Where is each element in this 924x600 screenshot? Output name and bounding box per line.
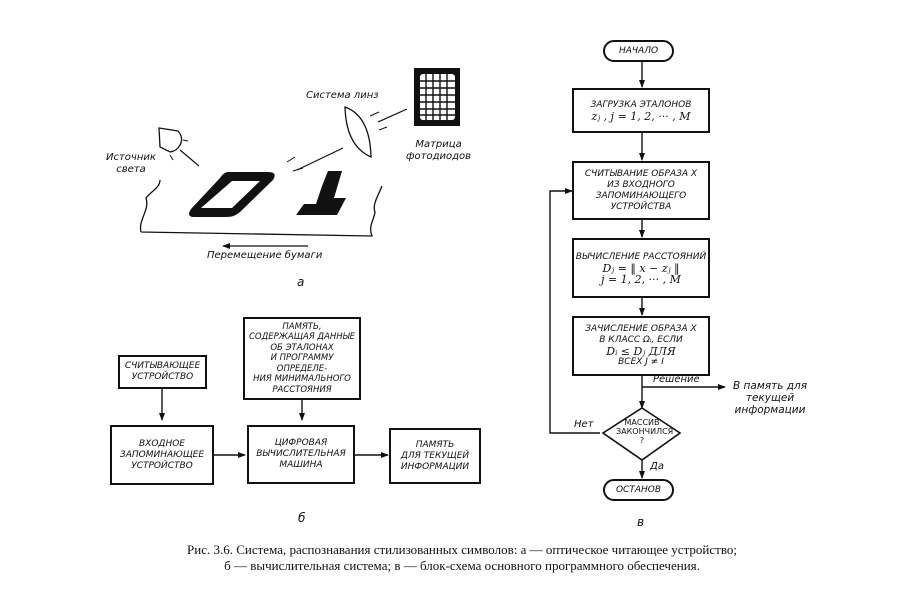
block-text: ВСЕХ j ≠ i [618,357,664,367]
decision-label: Решение [653,374,700,385]
caption-line-1: Рис. 3.6. Система, распознавания стилизо… [187,542,737,557]
light-source-label-line: света [116,164,146,175]
block-formula: Dᵢ ≤ Dⱼ ДЛЯ [606,345,676,358]
reference-memory-block: ПАМЯТЬ, СОДЕРЖАЩАЯ ДАННЫЕ ОБ ЭТАЛОНАХ И … [243,317,361,400]
block-text: ЗАПОМИНАЮЩЕЕ [119,449,205,460]
paper-sheet [139,179,383,237]
block-text: ИЗ ВХОДНОГО [607,179,675,190]
figure-caption: Рис. 3.6. Система, распознавания стилизо… [0,542,924,574]
condition-line: ? [639,436,645,445]
output-destination-label: В память для текущей информации [733,380,807,416]
block-text: НИЯ МИНИМАЛЬНОГО [253,374,351,385]
output-label-line: В память для [733,380,808,392]
photodiode-matrix-label-line: фотодиодов [406,151,472,162]
block-formula: Dⱼ = ‖ x − zⱼ ‖ [602,261,680,275]
panel-b-connectors [159,387,389,458]
block-text: ВХОДНОЕ [139,438,185,449]
block-formula: j = 1, 2, ··· , M [601,272,681,286]
compute-distances-block: ВЫЧИСЛЕНИЕ РАССТОЯНИЙ Dⱼ = ‖ x − zⱼ ‖ j … [572,238,710,298]
panel-c-connectors [549,61,726,479]
block-text: УСТРОЙСТВА [610,201,672,212]
block-text: ЦИФРОВАЯ [274,438,328,448]
load-references-block: ЗАГРУЗКА ЭТАЛОНОВ zⱼ , j = 1, 2, ··· , M [572,88,710,133]
block-text: ВЫЧИСЛИТЕЛЬНАЯ [256,449,346,459]
condition-line: МАССИВ [624,418,660,427]
block-text: СЧИТЫВАНИЕ ОБРАЗА x [584,168,698,179]
output-label-line: текущей [745,392,795,404]
block-text: И ПРОГРАММУ ОПРЕДЕЛЕ- [270,353,334,374]
photodiode-matrix-label: Матрица фотодиодов [406,139,471,163]
decision-diamond [601,407,682,461]
start-terminal: НАЧАЛО [603,40,674,62]
block-text: ЗАЧИСЛЕНИЕ ОБРАЗА x [585,324,697,334]
caption-line-2: б — вычислительная система; в — блок-схе… [224,558,700,573]
block-text: УСТРОЙСТВО [131,460,193,471]
panel-a-sublabel: а [297,275,305,289]
panel-c-sublabel: в [637,515,645,529]
block-text: ЗАГРУЗКА ЭТАЛОНОВ [590,99,692,110]
block-formula: zⱼ , j = 1, 2, ··· , M [591,109,691,123]
block-text: УСТРОЙСТВО [131,372,194,382]
block-text: ВЫЧИСЛЕНИЕ РАССТОЯНИЙ [575,251,707,262]
input-memory-block: ВХОДНОЕ ЗАПОМИНАЮЩЕЕ УСТРОЙСТВО [110,425,214,485]
block-text: СОДЕРЖАЩАЯ ДАННЫЕ [248,332,356,343]
current-memory-block: ПАМЯТЬ ДЛЯ ТЕКУЩЕЙ ИНФОРМАЦИИ [389,428,481,484]
stop-terminal: ОСТАНОВ [603,479,674,501]
block-text: МАШИНА [279,460,323,470]
block-text: СЧИТЫВАЮЩЕЕ [124,361,201,371]
condition-line: ЗАКОНЧИЛСЯ [616,427,674,436]
block-text: ЗАПОМИНАЮЩЕГО [595,190,687,201]
glyph-one [296,171,346,215]
no-branch-label: Нет [574,419,594,430]
block-text: В КЛАСС ωᵢ, ЕСЛИ [599,335,683,345]
block-text: РАССТОЯНИЯ [272,384,332,395]
read-pattern-block: СЧИТЫВАНИЕ ОБРАЗА x ИЗ ВХОДНОГО ЗАПОМИНА… [572,161,710,220]
block-text: ИНФОРМАЦИИ [400,461,470,472]
glyph-zero [189,172,275,217]
stop-label: ОСТАНОВ [615,485,662,495]
light-source-label-line: Источник [106,152,156,163]
lens [344,106,372,159]
start-label: НАЧАЛО [618,46,659,56]
light-source-label: Источник света [106,152,156,176]
light-source-lamp [158,127,183,153]
block-text: ПАМЯТЬ, [282,321,322,332]
computer-block: ЦИФРОВАЯ ВЫЧИСЛИТЕЛЬНАЯ МАШИНА [247,425,355,484]
lens-system-label: Система линз [306,90,379,101]
panel-a-illustration [139,68,460,249]
panel-b-sublabel: б [298,511,306,525]
output-label-line: информации [734,404,806,416]
block-text: ДЛЯ ТЕКУЩЕЙ [400,450,470,461]
reader-block: СЧИТЫВАЮЩЕЕ УСТРОЙСТВО [118,355,207,389]
photodiode-matrix-grid [414,68,460,126]
assign-class-block: ЗАЧИСЛЕНИЕ ОБРАЗА x В КЛАСС ωᵢ, ЕСЛИ Dᵢ … [572,316,710,376]
photodiode-matrix-label-line: Матрица [415,139,462,150]
block-text: ОБ ЭТАЛОНАХ [270,342,334,353]
yes-branch-label: Да [650,461,664,472]
paper-movement-label: Перемещение бумаги [207,250,323,261]
block-text: ПАМЯТЬ [415,439,455,450]
condition-text: МАССИВ ЗАКОНЧИЛСЯ ? [616,418,674,445]
